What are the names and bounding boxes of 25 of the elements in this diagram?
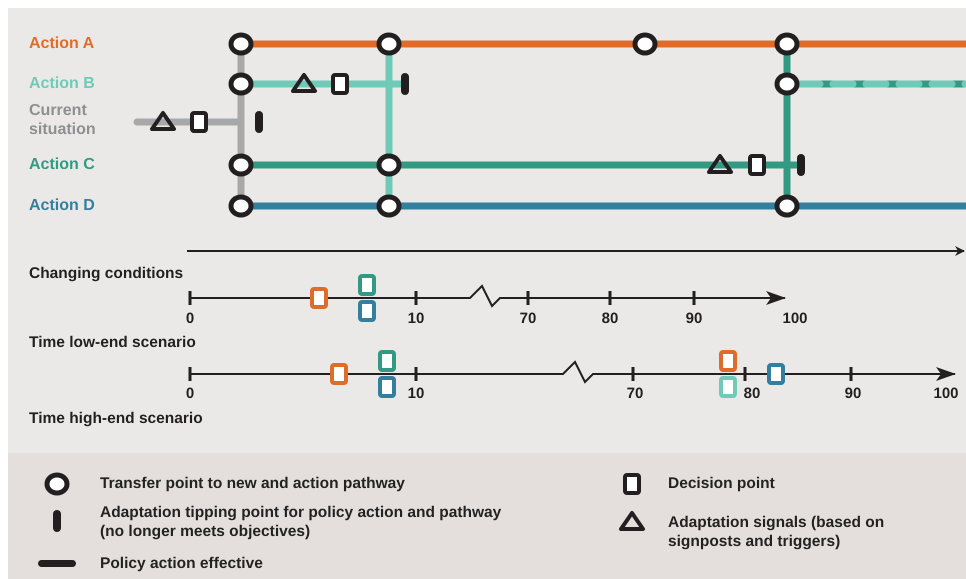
tick-label: 70 (626, 384, 644, 403)
axis-title: Time low-end scenario (29, 333, 196, 352)
tick-label: 100 (933, 384, 959, 403)
legend-text: Policy action effective (100, 554, 264, 573)
legend-text: Adaptation signals (based on signposts and triggers) (668, 513, 886, 551)
tick-label: 90 (844, 384, 862, 403)
tick-label: 0 (186, 309, 194, 328)
tick-label: 0 (186, 384, 194, 403)
tick-label: 70 (520, 309, 536, 328)
tick-label: 10 (408, 309, 424, 328)
legend-text: Decision point (668, 474, 776, 493)
tick-label: 10 (408, 384, 424, 403)
pathway-name: Action B (29, 74, 95, 93)
axis-title: Time high-end scenario (29, 409, 203, 428)
tick-label: 100 (782, 309, 808, 328)
tick-label: 80 (744, 384, 760, 403)
pathway-name: Current situation (29, 101, 97, 139)
pathway-name: Action C (29, 155, 95, 174)
tick-label: 90 (686, 309, 702, 328)
axis-title: Changing conditions (29, 264, 184, 283)
pathway-name: Action D (29, 196, 95, 215)
tick-label: 80 (602, 309, 618, 328)
pathway-name: Action A (29, 34, 94, 53)
legend-text: Transfer point to new and action pathway (100, 474, 406, 493)
legend-text: Adaptation tipping point for policy action and pathway (no longer meets objectives) (100, 503, 502, 541)
